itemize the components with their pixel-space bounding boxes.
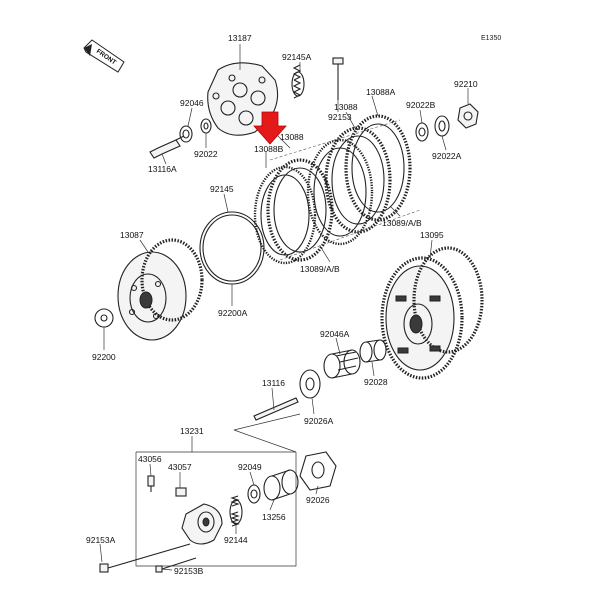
part-label: 13088A: [366, 87, 396, 97]
pushrod-13116: [253, 397, 299, 421]
bolt-92153: [332, 57, 344, 100]
clutch-hub-13087: [117, 238, 204, 341]
part-label: 43057: [168, 462, 192, 472]
part-label: 13116A: [148, 164, 177, 174]
part-label: 92022A: [432, 151, 462, 161]
part-label: 13116: [262, 378, 285, 388]
washer-92026a: [299, 369, 321, 399]
part-label: 92153B: [174, 566, 204, 576]
washer-92200: [94, 308, 114, 328]
pressure-plate-13187: [207, 62, 279, 136]
spring-ring-92145: [199, 211, 265, 285]
bleeder-43056: [147, 475, 155, 492]
part-label: 92200: [92, 352, 116, 362]
part-label: 92022: [194, 149, 218, 159]
clutch-housing-13095: [380, 246, 484, 380]
washer-92022: [200, 118, 212, 134]
part-label: 13089/A/B: [382, 218, 422, 228]
part-label: 13087: [120, 230, 144, 240]
part-label: 92028: [364, 377, 388, 387]
spring-92144: [229, 495, 243, 527]
part-label: 13231: [180, 426, 204, 436]
gasket-92026: [299, 451, 337, 491]
part-label: 92046A: [320, 329, 350, 339]
washer-92022b: [415, 122, 429, 142]
needle-bearing-92046a: [323, 349, 361, 379]
part-label: 13088: [280, 132, 304, 142]
part-label: 92046: [180, 98, 204, 108]
part-label: 13187: [228, 33, 252, 43]
part-label: 92200A: [218, 308, 248, 318]
reference-code: E1350: [481, 35, 501, 42]
part-label: 13256: [262, 512, 286, 522]
washer-92022a: [434, 115, 450, 137]
part-label: 92153: [328, 112, 352, 122]
part-label: 13089/A/B: [300, 264, 340, 274]
seal-92049: [247, 484, 261, 504]
bolt-92153a: [99, 543, 191, 573]
part-label: 92049: [238, 462, 262, 472]
part-label: 92026: [306, 495, 330, 505]
cap-43057: [175, 487, 187, 497]
bearing-92046: [179, 125, 193, 143]
spring-92145a: [291, 64, 305, 99]
nut-92210: [457, 103, 479, 129]
part-label: 92022B: [406, 100, 436, 110]
sleeve-92028: [359, 339, 387, 363]
piston-13256: [263, 469, 299, 501]
part-label: 92144: [224, 535, 248, 545]
part-label: 92145A: [282, 52, 312, 62]
pushrod-13116a: [149, 135, 185, 159]
part-label: 43056: [138, 454, 162, 464]
part-label: 92210: [454, 79, 478, 89]
part-label: 92026A: [304, 416, 334, 426]
part-label: 13088: [334, 102, 358, 112]
friction-plate-stack-lower: [253, 158, 334, 265]
indicator-arrow: [253, 111, 287, 145]
release-cylinder-body: [181, 503, 223, 545]
part-label: 92153A: [86, 535, 116, 545]
front-indicator: FRONT: [83, 39, 125, 73]
part-label: 92145: [210, 184, 234, 194]
part-label: 13095: [420, 230, 444, 240]
part-label: 13088B: [254, 144, 284, 154]
